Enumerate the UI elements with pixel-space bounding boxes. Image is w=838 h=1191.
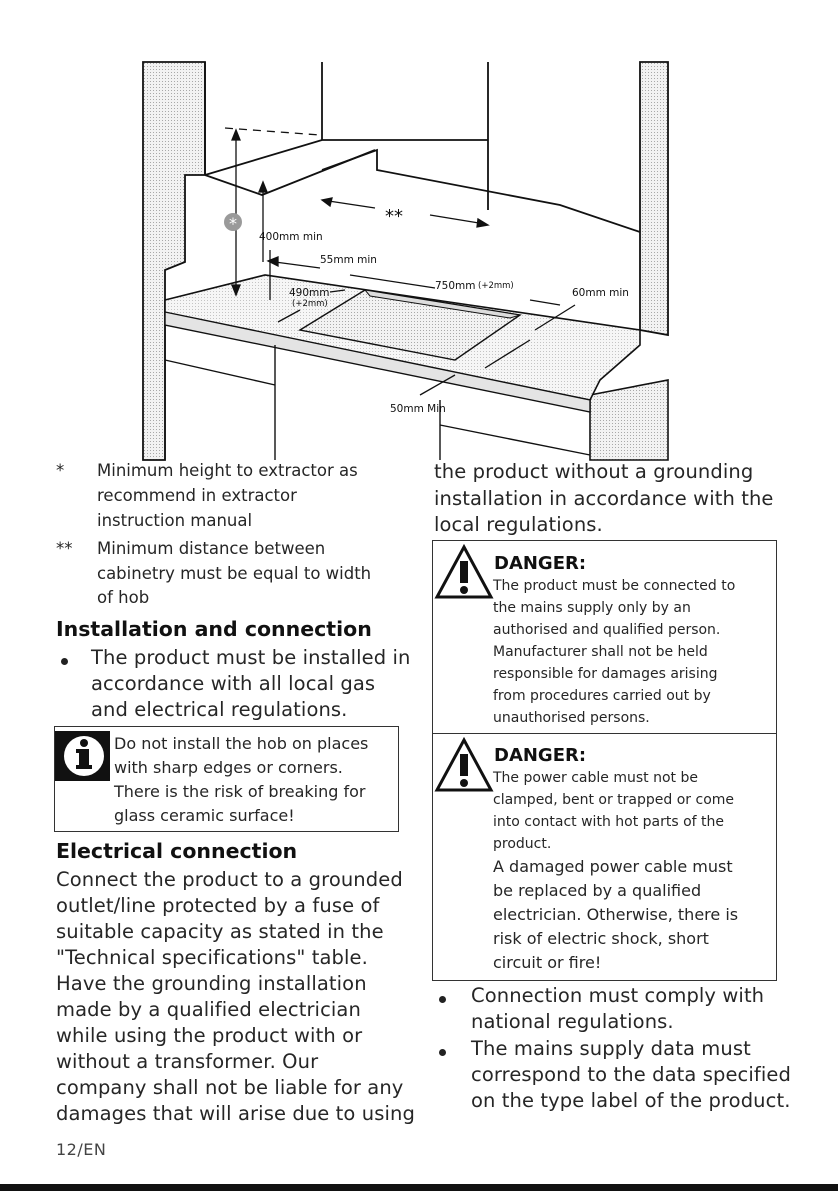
bullet-line: national regulations. [471, 1010, 674, 1033]
double-star-label: ** [385, 206, 403, 227]
footnote-mark: ** [56, 539, 73, 558]
info-box [54, 726, 399, 832]
footnote-line: cabinetry must be equal to width [97, 564, 372, 583]
paragraph-line: damages that will arise due to using [56, 1102, 415, 1125]
dim-60-label: 60mm min [572, 287, 629, 299]
dim-750-tol-label: (+2mm) [478, 281, 514, 291]
dim-55-label: 55mm min [320, 254, 377, 266]
bullet-line: Connection must comply with [471, 984, 765, 1007]
danger-line: from procedures carried out by [493, 688, 711, 704]
star-label: * [229, 214, 237, 233]
danger-line: responsible for damages arising [493, 666, 718, 682]
footnote-mark: * [56, 461, 65, 480]
danger-line: into contact with hot parts of the [493, 814, 725, 830]
continued-line: local regulations. [434, 513, 603, 536]
info-line: There is the risk of breaking for [114, 782, 366, 801]
danger-box-2 [432, 733, 777, 981]
dim-750-label: 750mm [435, 280, 476, 292]
paragraph-line: while using the product with or [56, 1024, 363, 1047]
danger-title: DANGER: [494, 553, 587, 574]
warning-icon [434, 544, 494, 599]
danger-line: The product must be connected to [493, 578, 736, 594]
installation-bullet-line: and electrical regulations. [91, 698, 348, 721]
page-number: 12/EN [56, 1140, 107, 1159]
continued-line: installation in accordance with the [434, 487, 774, 510]
countertop [164, 274, 641, 413]
paragraph-line: outlet/line protected by a fuse of [56, 894, 380, 917]
bottom-rule [0, 1184, 838, 1191]
footnote-line: of hob [97, 588, 150, 607]
danger-line: unauthorised persons. [493, 710, 650, 726]
footnote-line: recommend in extractor [97, 486, 297, 505]
paragraph-line: "Technical specifications" table. [56, 946, 368, 969]
dim-490-label: 490mm [289, 287, 330, 299]
lower-cabinets [164, 325, 591, 460]
danger-line: The power cable must not be [493, 770, 698, 786]
info-line: glass ceramic surface! [114, 806, 295, 825]
paragraph-line: company shall not be liable for any [56, 1076, 404, 1099]
info-line: with sharp edges or corners. [114, 758, 343, 777]
footnote-line: Minimum height to extractor as [97, 461, 358, 480]
danger-line: risk of electric shock, short [493, 929, 709, 948]
bullet-dot [439, 1049, 446, 1056]
warning-icon [434, 737, 494, 792]
info-line: Do not install the hob on places [114, 734, 369, 753]
electrical-heading: Electrical connection [56, 839, 298, 863]
footnote-line: Minimum distance between [97, 539, 326, 558]
dim-400-label: 400mm min [259, 231, 323, 243]
paragraph-line: Have the grounding installation [56, 972, 367, 995]
dimension-lines [224, 127, 576, 396]
danger-line: authorised and qualified person. [493, 622, 721, 638]
cabinet-right [589, 61, 669, 461]
dim-490-tol-label: (+2mm) [292, 299, 328, 309]
info-icon [55, 731, 110, 781]
bullet-dot [61, 658, 68, 665]
bullet-line: on the type label of the product. [471, 1089, 791, 1112]
dim-50-label: 50mm Min [390, 403, 446, 415]
danger-line: electrician. Otherwise, there is [493, 905, 739, 924]
danger-title: DANGER: [494, 745, 587, 766]
danger-line: clamped, bent or trapped or come [493, 792, 735, 808]
bullet-line: correspond to the data specified [471, 1063, 791, 1086]
continued-line: the product without a grounding [434, 460, 754, 483]
installation-diagram: * ** 400mm min 55mm min 750mm (+2mm) 490… [142, 61, 669, 461]
danger-line: circuit or fire! [493, 953, 602, 972]
paragraph-line: without a transformer. Our [56, 1050, 319, 1073]
bullet-dot [439, 996, 446, 1003]
star-marker: * [224, 213, 242, 233]
paragraph-line: Connect the product to a grounded [56, 868, 403, 891]
extractor-hood [204, 62, 641, 233]
paragraph-line: made by a qualified electrician [56, 998, 361, 1021]
danger-line: be replaced by a qualified [493, 881, 702, 900]
installation-bullet-line: accordance with all local gas [91, 672, 376, 695]
cabinet-left [142, 61, 206, 461]
footnote-line: instruction manual [97, 511, 253, 530]
danger-line: Manufacturer shall not be held [493, 644, 708, 660]
danger-line: product. [493, 836, 552, 852]
danger-line: A damaged power cable must [493, 857, 733, 876]
paragraph-line: suitable capacity as stated in the [56, 920, 384, 943]
installation-bullet-line: The product must be installed in [91, 646, 411, 669]
bullet-line: The mains supply data must [471, 1037, 751, 1060]
danger-line: the mains supply only by an [493, 600, 691, 616]
installation-heading: Installation and connection [56, 617, 372, 641]
